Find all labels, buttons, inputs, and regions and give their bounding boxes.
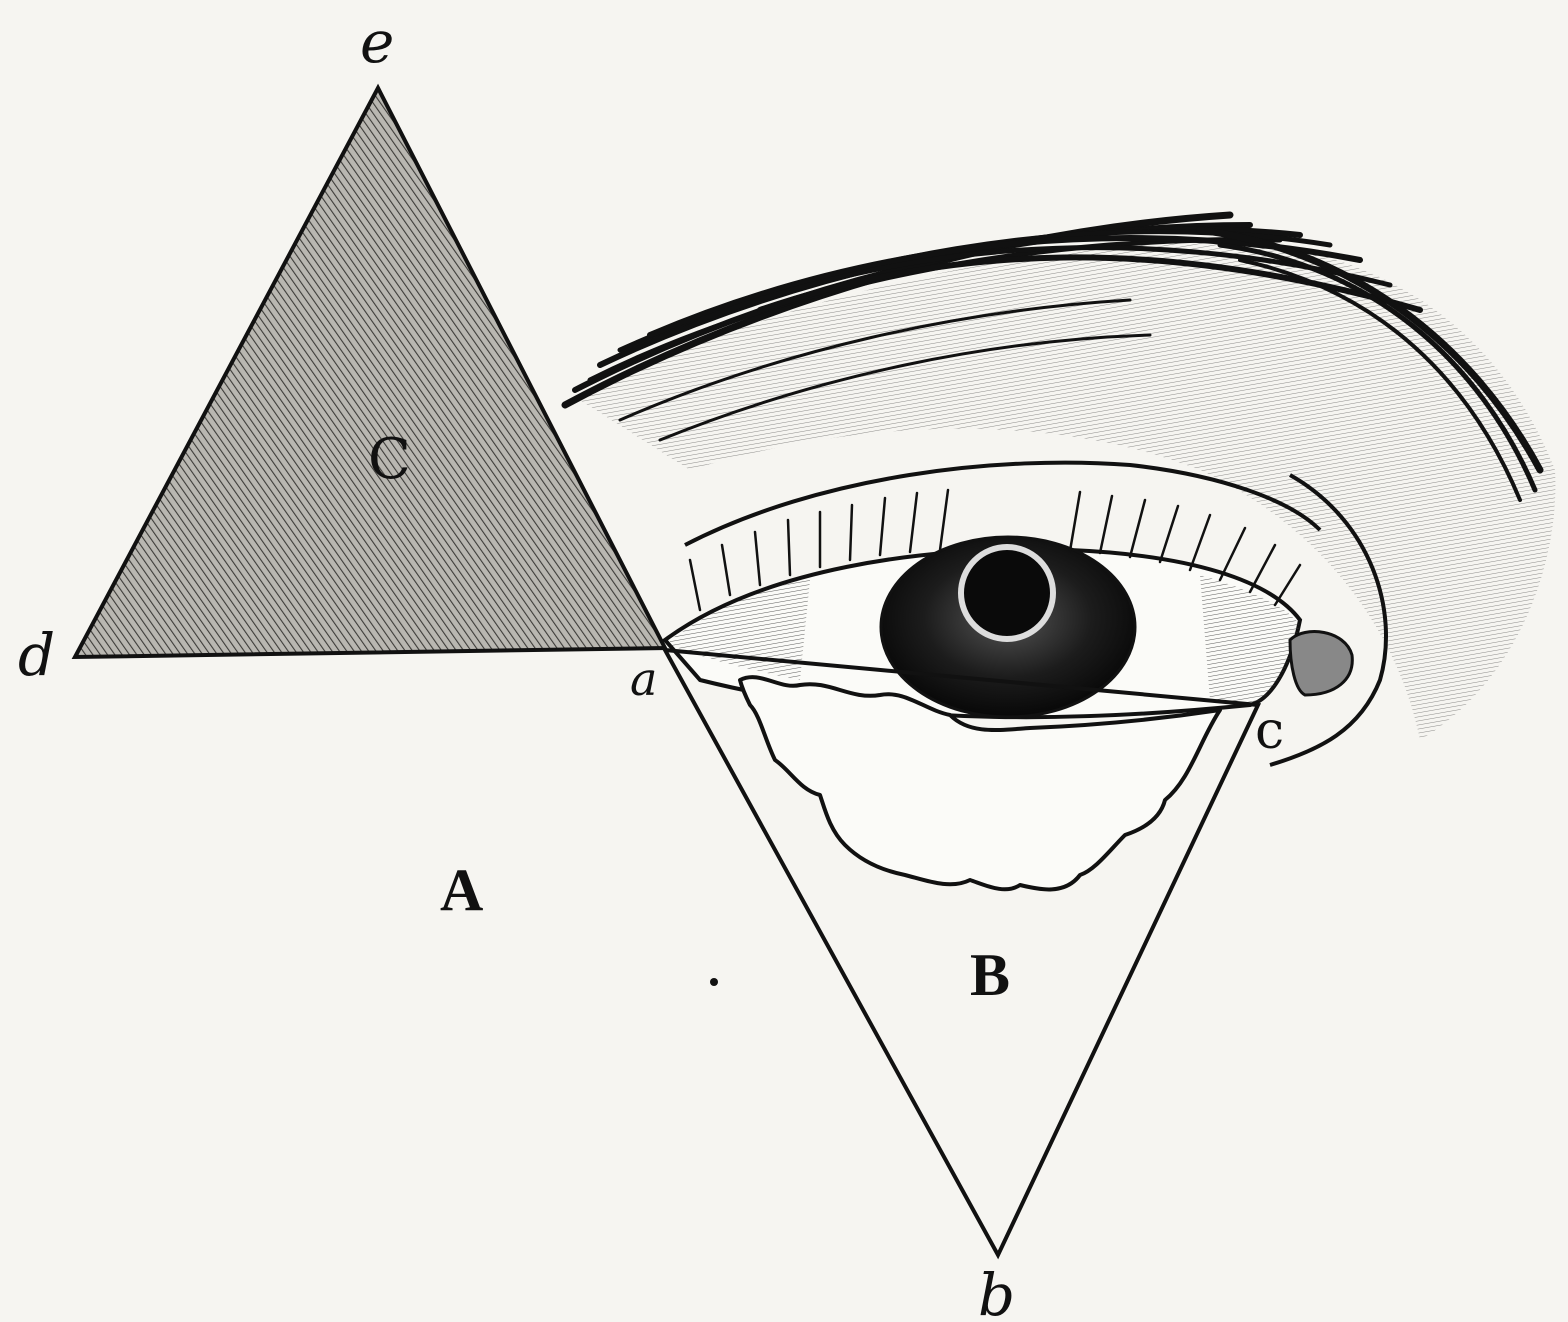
stray-dot	[710, 978, 718, 986]
pupil	[961, 547, 1053, 639]
triangle-c-shaded	[75, 88, 665, 657]
label-vertex-a: a	[630, 652, 657, 706]
label-vertex-b: b	[978, 1261, 1015, 1322]
label-vertex-c: c	[1255, 701, 1284, 761]
eye-corner-shading-right	[1200, 575, 1300, 705]
label-vertex-e: e	[360, 8, 394, 76]
label-vertex-d: d	[18, 621, 55, 689]
caruncle	[1290, 632, 1352, 695]
label-triangle-c: C	[368, 427, 411, 492]
label-region-a: A	[440, 857, 483, 923]
label-region-b: B	[970, 942, 1010, 1008]
